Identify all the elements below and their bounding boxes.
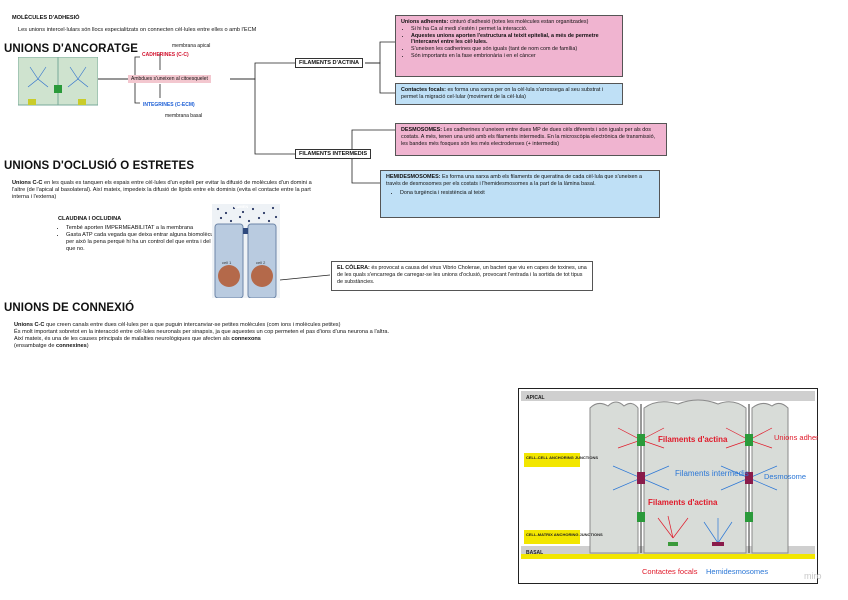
hemidesmosomes-title: HEMIDESMOSOMES: — [386, 174, 441, 180]
adhesion-text: Les unions intercel·lulars són llocs esp… — [18, 27, 257, 33]
contactes-title: Contactes focals: — [401, 87, 446, 93]
hemidesmosomes-text: Es forma una xarxa amb els filaments de … — [386, 174, 643, 187]
connexio-line2: És molt important sobretot en la interac… — [14, 329, 390, 342]
membrana-apical-label: membrana apical — [172, 43, 211, 49]
contactes-focals-box: Contactes focals: es forma una xarxa per… — [395, 83, 623, 105]
adherents-item: S'uneixen les cadherines que són iguals … — [411, 46, 617, 53]
adherents-item: Aquestes unions aporten l'estructura al … — [411, 33, 617, 47]
connexio-title: UNIONS DE CONNEXIÓ — [4, 302, 135, 314]
connexio-bold: Unions C-C — [14, 322, 45, 328]
connexons-term: connexons — [231, 336, 261, 342]
adhesion-title: MOLÈCULES D'ADHESIÓ — [12, 15, 80, 21]
adherents-item: Són importants en la fase embrionària i … — [411, 53, 617, 60]
anchoring-cells-figure — [18, 57, 98, 106]
miro-watermark: miro — [804, 571, 822, 581]
claudina-item: Tembé aporten IMPERMEABILITAT a la membr… — [66, 225, 221, 232]
occlusion-text: Unions C-C en les quals es tanquen els e… — [12, 180, 312, 201]
cell1-label: cell 1 — [222, 260, 232, 265]
colera-text: és provocat a causa del virus Vibrio Cho… — [337, 265, 587, 285]
diagram-unions-adherents-label: Unions adherents — [774, 433, 818, 442]
filaments-actina-node: FILAMENTS D'ACTINA — [295, 58, 364, 68]
colera-box: EL CÒLERA: és provocat a causa del virus… — [331, 261, 593, 291]
cadherines-label: CADHERINES (C-C) — [142, 52, 189, 58]
diagram-actina-label-2: Filaments d'actina — [648, 498, 718, 507]
diagram-hemidesmosomes-label: Hemidesmosomes — [706, 567, 768, 576]
cell-matrix-label: CELL-MATRIX ANCHORING JUNCTIONS — [526, 532, 603, 537]
diagram-desmosome-label: Desmosome — [764, 472, 806, 481]
filaments-intermedis-node: FILAMENTS INTERMEDIS — [295, 149, 372, 159]
adherents-intro: cinturó d'adhesió (totes les molècules e… — [449, 19, 589, 25]
diagram-actina-label-1: Filaments d'actina — [658, 435, 728, 444]
contactes-text: es forma una xarxa per on la cèl·lula s'… — [401, 87, 604, 100]
connexio-line3-pre: (ensambatge de — [14, 343, 55, 349]
desmosomes-text: Les cadherines s'uneixen entre dues MP d… — [401, 127, 656, 147]
desmosomes-box: DESMOSOMES: Les cadherines s'uneixen ent… — [395, 123, 667, 156]
occlusion-text-body: en les quals es tanquen els espais entre… — [12, 180, 312, 200]
connexines-term: connexines — [56, 343, 87, 349]
cell-cell-label: CELL-CELL ANCHORING JUNCTIONS — [526, 455, 598, 460]
diagram-basal-label: BASAL — [526, 550, 543, 556]
cell2-label: cell 2 — [256, 260, 266, 265]
anchoring-junctions-diagram: APICAL BASAL CELL-CELL ANCHORING JUNCTIO… — [518, 388, 818, 584]
diagram-apical-label: APICAL — [526, 395, 545, 401]
occlusion-title: UNIONS D'OCLUSIÓ O ESTRETES — [4, 160, 195, 172]
claudina-label: CLAUDINA I OCLUDINA — [58, 216, 122, 222]
ambdues-label: Ambdues s'uneixen al citoesquelet — [128, 75, 211, 84]
integrines-label: INTEGRINES (C-ECM) — [143, 102, 195, 108]
claudina-list: Tembé aporten IMPERMEABILITAT a la membr… — [56, 225, 221, 253]
membrana-basal-label: membrana basal — [165, 113, 203, 119]
tight-junction-figure: LUMEN cell 1 cell 2 — [212, 204, 280, 298]
connexio-text: Unions C-C que creen canals entre dues c… — [14, 322, 394, 350]
desmosomes-title: DESMOSOMES: — [401, 127, 443, 133]
diagram-intermedis-label: Filaments intermedis — [675, 469, 749, 478]
unions-adherents-box: Unions adherents: cinturó d'adhesió (tot… — [395, 15, 623, 77]
diagram-contactes-focals-label: Contactes focals — [642, 567, 698, 576]
connexio-line3-post: ) — [86, 343, 89, 349]
connexio-line1: que creen canals entre dues cèl·lules pe… — [46, 322, 341, 328]
adherents-item: Si hi ha Ca al medi s'estén i permet la … — [411, 26, 617, 33]
hemidesmosomes-item: Dona turgència i resistència al teixit — [400, 190, 654, 197]
colera-title: EL CÒLERA: — [337, 265, 370, 271]
claudina-item: Gasta ATP cada vegada que deixa entrar a… — [66, 232, 221, 253]
adherents-title: Unions adherents: — [401, 19, 449, 25]
lumen-label: LUMEN — [234, 204, 248, 209]
hemidesmosomes-box: HEMIDESMOSOMES: Es forma una xarxa amb e… — [380, 170, 660, 218]
anchoring-title: UNIONS D'ANCORATGE — [4, 43, 139, 55]
occlusion-text-bold: Unions C-C — [12, 180, 43, 186]
